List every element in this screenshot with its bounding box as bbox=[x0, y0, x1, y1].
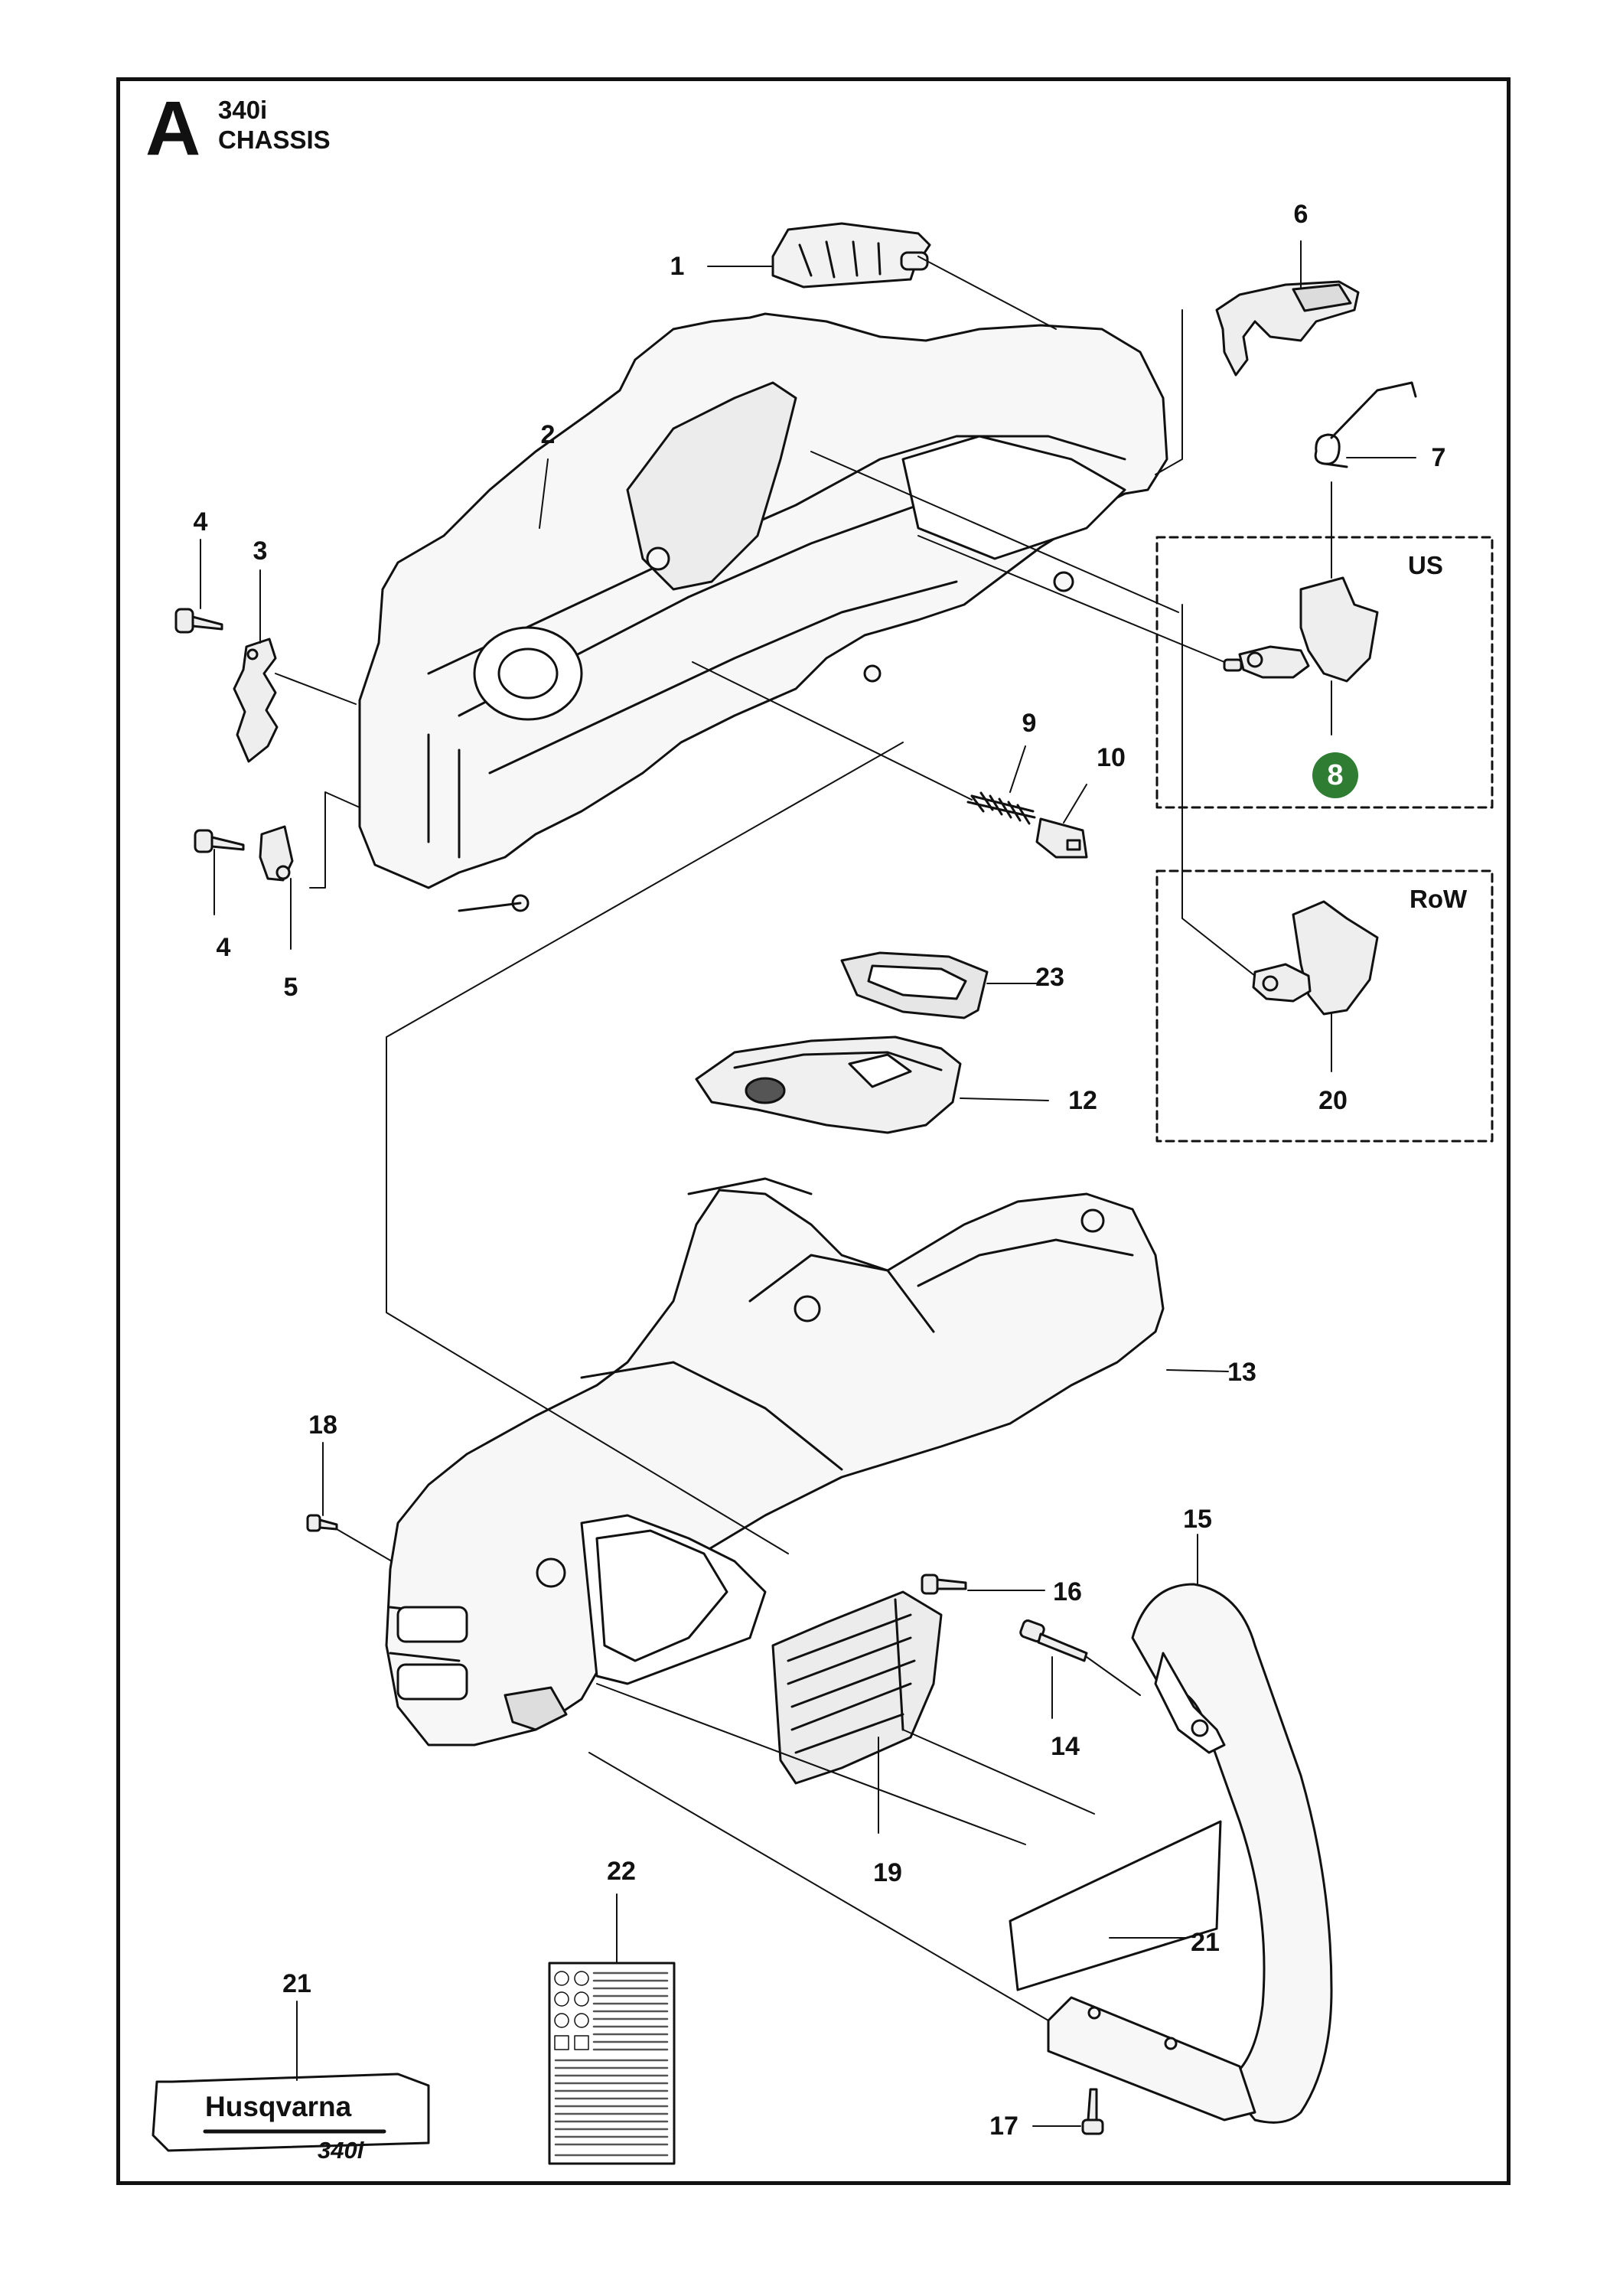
callout-part-13[interactable]: 13 bbox=[1227, 1358, 1256, 1387]
variant-box-us bbox=[1155, 536, 1494, 809]
callout-part-21-plain[interactable]: 21 bbox=[1191, 1928, 1220, 1957]
callout-part-14[interactable]: 14 bbox=[1051, 1732, 1080, 1761]
decal-brand-text: Husqvarna bbox=[205, 2091, 352, 2122]
callout-part-12[interactable]: 12 bbox=[1068, 1086, 1097, 1115]
callout-part-7[interactable]: 7 bbox=[1431, 443, 1446, 472]
callout-part-15[interactable]: 15 bbox=[1183, 1505, 1212, 1534]
part-16-screw bbox=[921, 1574, 967, 1595]
part-7-torsion-spring bbox=[1314, 381, 1417, 468]
part-12-cylinder-cover bbox=[695, 1035, 962, 1134]
part-4-screw-lower bbox=[194, 829, 245, 853]
variant-label-row: RoW bbox=[1410, 885, 1468, 913]
part-22-warning-label bbox=[548, 1962, 676, 2165]
decal-model-text: 340i bbox=[318, 2137, 364, 2164]
part-1-handle-cover bbox=[771, 222, 931, 289]
part-21-decal-plain bbox=[1009, 1820, 1222, 1991]
section-letter: A bbox=[145, 86, 201, 171]
part-4-screw-upper bbox=[174, 608, 223, 634]
callout-part-4-lower[interactable]: 4 bbox=[216, 933, 231, 962]
leader-lines bbox=[200, 240, 1416, 2127]
part-13-main-housing bbox=[385, 1177, 1165, 1746]
variant-label-us: US bbox=[1408, 551, 1443, 579]
callout-part-6[interactable]: 6 bbox=[1293, 200, 1309, 229]
part-18-screw bbox=[306, 1514, 338, 1532]
callout-part-1[interactable]: 1 bbox=[670, 252, 685, 281]
callout-part-19[interactable]: 19 bbox=[873, 1858, 902, 1887]
callout-part-3[interactable]: 3 bbox=[253, 536, 268, 566]
callout-part-18[interactable]: 18 bbox=[308, 1411, 337, 1440]
section-title: CHASSIS bbox=[218, 125, 331, 154]
part-17-screw bbox=[1081, 2088, 1104, 2135]
callout-part-23[interactable]: 23 bbox=[1035, 963, 1064, 992]
callout-part-16[interactable]: 16 bbox=[1053, 1577, 1082, 1606]
variant-box-row bbox=[1155, 869, 1494, 1143]
part-19-air-intake bbox=[771, 1590, 943, 1785]
diagram-title: 340i CHASSIS bbox=[218, 96, 331, 155]
part-15-front-handle bbox=[1047, 1583, 1333, 2124]
part-20-throttle-trigger-row bbox=[1252, 900, 1379, 1016]
part-10-lock-slider bbox=[1035, 817, 1088, 859]
callout-part-8[interactable]: 8 bbox=[1312, 752, 1358, 798]
callout-part-2[interactable]: 2 bbox=[540, 420, 556, 449]
diagram-frame bbox=[116, 77, 1511, 2185]
callout-part-21-brand[interactable]: 21 bbox=[282, 1969, 311, 1998]
callout-part-5[interactable]: 5 bbox=[283, 973, 298, 1002]
part-9-compression-spring bbox=[966, 791, 1036, 825]
part-5-chain-catcher bbox=[259, 825, 294, 882]
part-14-screw bbox=[1019, 1619, 1088, 1662]
callout-part-9[interactable]: 9 bbox=[1022, 709, 1037, 738]
callout-part-22[interactable]: 22 bbox=[607, 1857, 636, 1886]
callout-part-4-upper[interactable]: 4 bbox=[193, 507, 208, 536]
callout-part-17[interactable]: 17 bbox=[989, 2112, 1018, 2141]
part-23-filter-frame bbox=[840, 951, 989, 1019]
part-2-rear-handle-housing bbox=[358, 312, 1168, 912]
part-3-spike-bumper bbox=[233, 638, 279, 763]
callout-part-10[interactable]: 10 bbox=[1097, 743, 1126, 772]
part-8-throttle-trigger-us bbox=[1223, 576, 1379, 683]
part-6-throttle-lockout bbox=[1215, 280, 1360, 377]
callout-part-20[interactable]: 20 bbox=[1318, 1086, 1348, 1115]
model-name: 340i bbox=[218, 96, 268, 124]
